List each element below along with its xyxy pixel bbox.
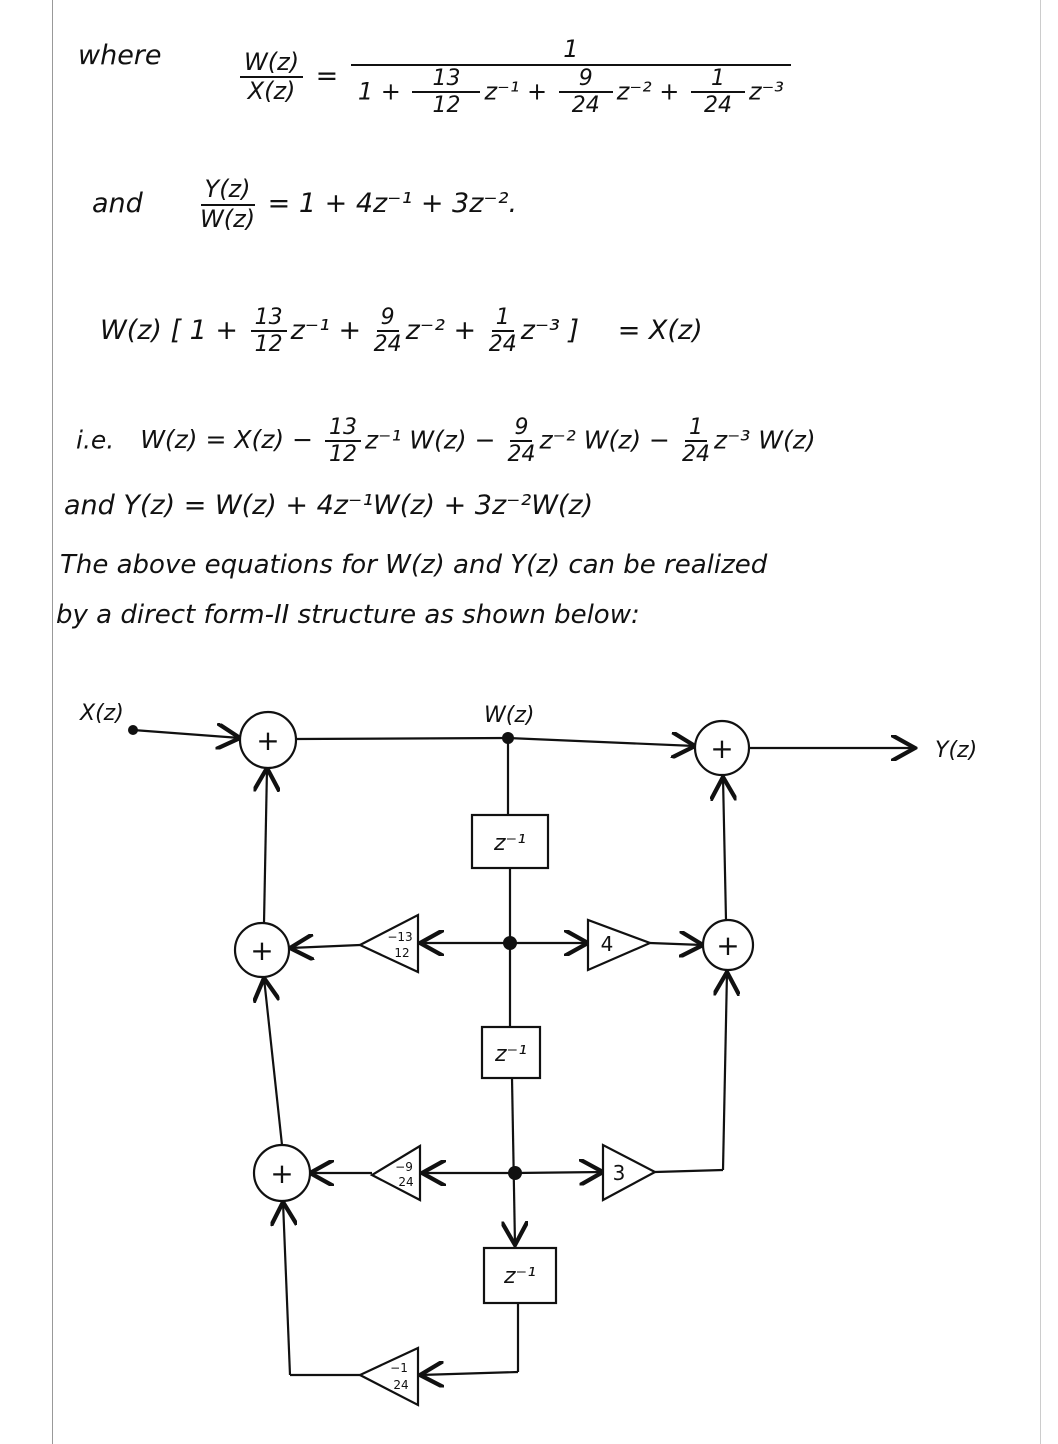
delay-label: z⁻¹: [494, 1042, 527, 1067]
page-margin-left: [52, 0, 53, 1444]
input-node: [128, 725, 138, 735]
gain-label-den: 12: [394, 946, 409, 960]
delay-block-2: [480, 1025, 542, 1080]
delay-block-3: [482, 1246, 558, 1305]
feedback-line-3: [283, 1202, 290, 1376]
feedforward-line-2: [654, 1168, 724, 1174]
adder-chain-right-line: [723, 777, 726, 921]
gain-triangle-minus-1-24: [357, 1346, 420, 1407]
adder-chain-line: [264, 978, 284, 1146]
input-line: [132, 730, 240, 738]
w-label: W(z): [484, 703, 534, 728]
where-label: where: [78, 40, 162, 71]
delay-label: z⁻¹: [503, 1264, 536, 1289]
adder-plus-sign: +: [256, 724, 279, 757]
adder-feedback-2: [252, 1143, 312, 1203]
output-label: Y(z): [935, 738, 977, 763]
gain-label-3: 3: [613, 1161, 626, 1185]
page-margin-right: [1040, 0, 1041, 1444]
branch-node-1: [503, 936, 517, 950]
gain-label-4: 4: [601, 932, 614, 956]
gain-label-num: −1: [390, 1361, 408, 1375]
adder-output: [693, 719, 751, 777]
adder-input: [238, 710, 298, 770]
adder-feedback-1: [233, 921, 291, 979]
feedforward-line-1: [649, 943, 703, 945]
w-line: [295, 736, 509, 741]
delay-block-1: [470, 813, 550, 870]
gain-triangle-minus-13-12: [357, 913, 420, 974]
adder-chain-line: [264, 768, 267, 924]
adder-plus-sign: +: [270, 1157, 293, 1190]
and-label: and: [92, 188, 143, 219]
delay-label: z⁻¹: [493, 831, 526, 856]
trunk-line: [512, 1077, 515, 1245]
paragraph-line-2: by a direct form-II structure as shown b…: [56, 600, 640, 630]
branch-node-2: [508, 1166, 522, 1180]
feedback-line-1: [290, 945, 361, 948]
gain-triangle-minus-9-24: [369, 1144, 422, 1202]
gain-label-num: −13: [387, 930, 412, 944]
gain-label-den: 24: [393, 1378, 408, 1392]
w-node: [502, 732, 514, 744]
w-to-output-adder-line: [507, 738, 695, 746]
adder-plus-sign: +: [250, 934, 273, 967]
gain-label-num: −9: [395, 1160, 413, 1174]
equation-transfer-y: Y(z)W(z) = 1 + 4z⁻¹ + 3z⁻².: [200, 175, 518, 233]
feedforward-line-2: [723, 972, 727, 1171]
feedback-line-3: [420, 1372, 519, 1375]
equation-y-time: and Y(z) = W(z) + 4z⁻¹W(z) + 3z⁻²W(z): [64, 490, 594, 521]
adder-feedforward: [701, 918, 755, 972]
gain-triangle-4: [586, 918, 653, 972]
gain-label-den: 24: [398, 1175, 413, 1189]
paragraph-line-1: The above equations for W(z) and Y(z) ca…: [60, 550, 768, 580]
gain-triangle-3: [601, 1143, 658, 1202]
feedforward-line-2: [514, 1172, 603, 1173]
adder-plus-sign: +: [710, 732, 733, 765]
adder-plus-sign: +: [716, 929, 739, 962]
input-label: X(z): [79, 701, 124, 726]
